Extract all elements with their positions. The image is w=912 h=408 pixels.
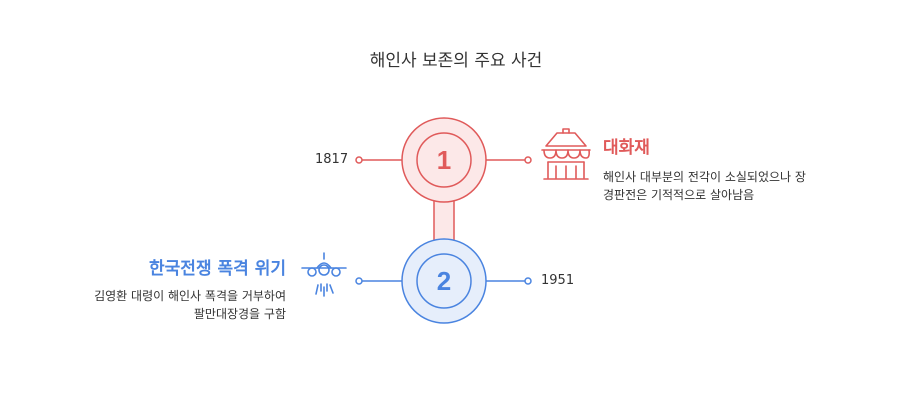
event-2-year: 1951 [541, 273, 575, 288]
connector-bar [433, 197, 455, 245]
event-1-description-line-2: 경판전은 기적적으로 살아남음 [603, 188, 755, 202]
bomber-plane-icon [301, 252, 347, 297]
event-2-description-line-1: 김영환 대령이 해인사 폭격을 거부하여 [94, 289, 286, 303]
event-1-title: 대화재 [603, 138, 650, 158]
temple-icon [541, 128, 591, 180]
diagram-title: 해인사 보존의 주요 사건 [369, 51, 543, 71]
event-1-right-dot [524, 156, 532, 164]
event-2-right-dot [524, 277, 532, 285]
event-1-description: 해인사 대부분의 전각이 소실되었으나 장 경판전은 기적적으로 살아남음 [603, 168, 863, 204]
event-2-title: 한국전쟁 폭격 위기 [149, 259, 286, 279]
event-1-description-line-1: 해인사 대부분의 전각이 소실되었으나 장 [603, 170, 806, 184]
event-1-number: 1 [437, 145, 451, 175]
event-2-left-dot [355, 277, 363, 285]
event-2-inner-circle [416, 253, 472, 309]
event-2-description-line-2: 팔만대장경을 구함 [193, 307, 286, 321]
event-1-year: 1817 [315, 152, 349, 167]
event-2-description: 김영환 대령이 해인사 폭격을 거부하여 팔만대장경을 구함 [26, 287, 286, 323]
event-1-left-dot [355, 156, 363, 164]
event-1-inner-circle [416, 132, 472, 188]
event-2-number: 2 [437, 266, 451, 296]
